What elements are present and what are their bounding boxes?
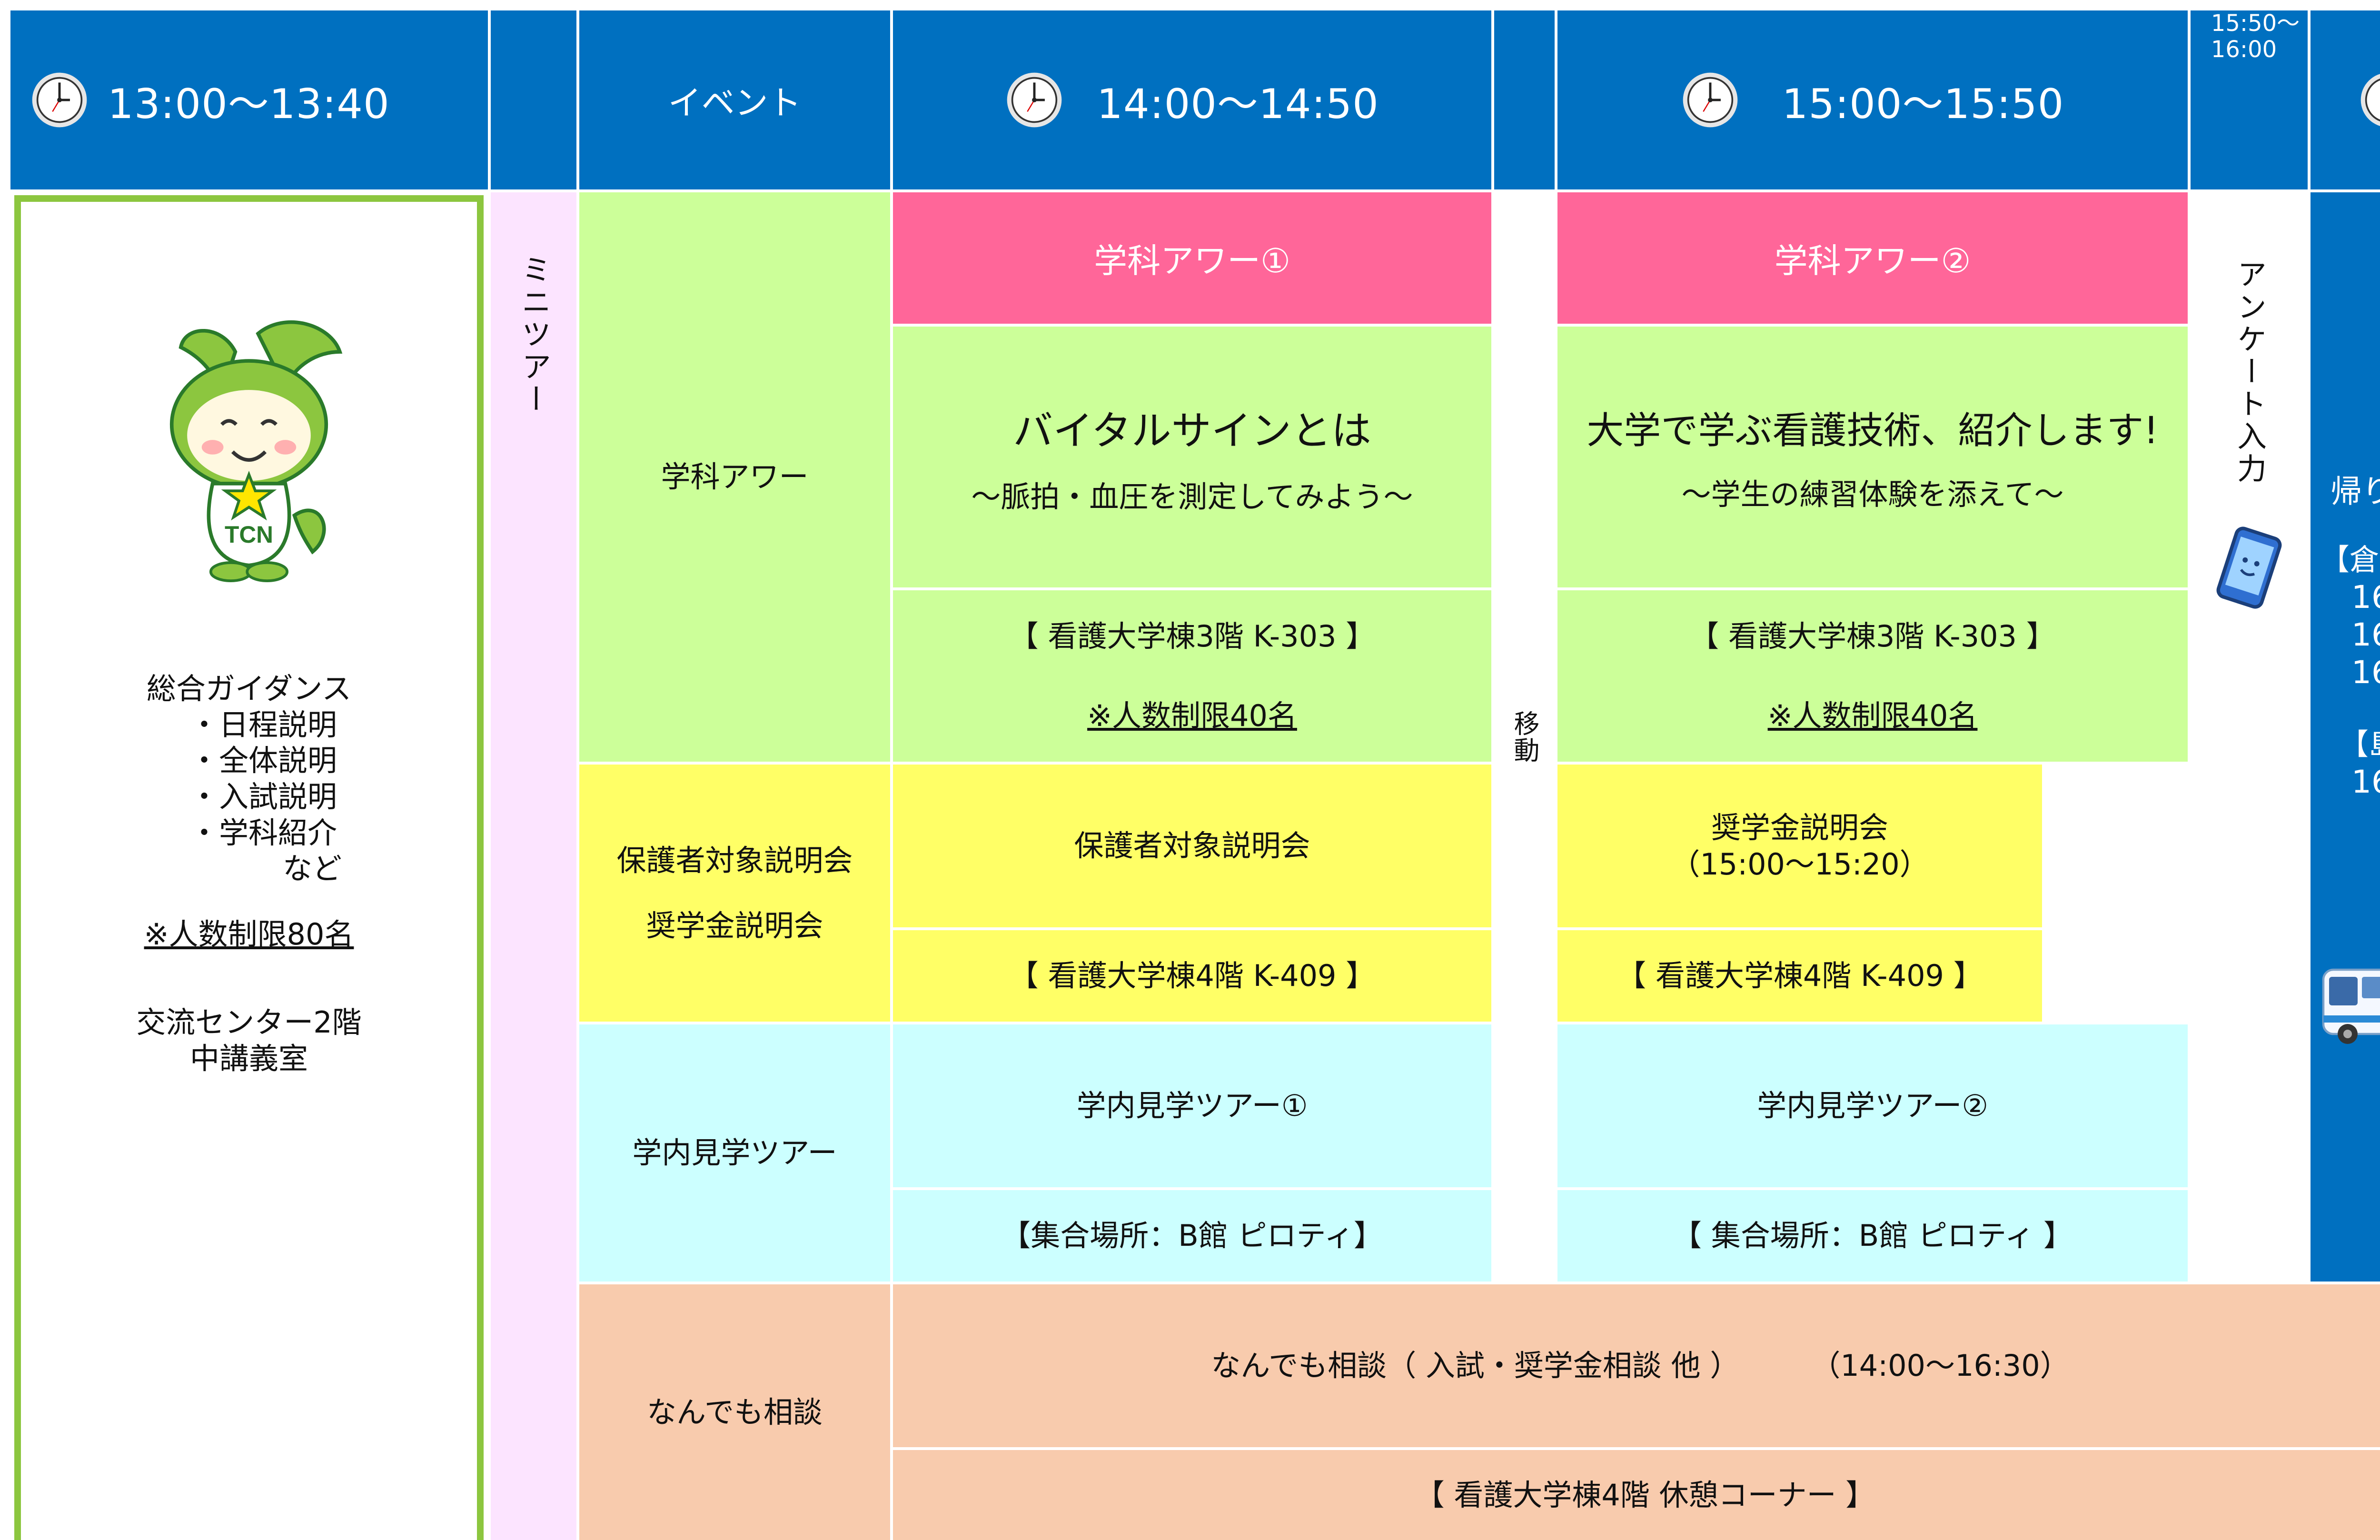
tour-limit: ※人数制限40名 [1767, 698, 1978, 733]
tour-limit: ※人数制限40名 [1087, 698, 1297, 733]
tour1-place: 【 看護大学棟3階 K-303 】 ※人数制限40名 [893, 590, 1491, 762]
tour1-content: バイタルサインとは ～脈拍・血圧を測定してみよう～ [893, 327, 1491, 587]
guidance-item: ・入試説明 [189, 779, 337, 814]
guidance-title: 総合ガイダンス [146, 671, 352, 706]
bus-time: 16:40 [2351, 654, 2380, 691]
parents1-title: 保護者対象説明会 [893, 765, 1491, 927]
clock-icon [1683, 72, 1737, 128]
time-label: 15:50～ 16:00 [2211, 10, 2300, 63]
tour-place: 【 看護大学棟3階 K-303 】 [1009, 618, 1376, 654]
session-place: 【 集合場所：B館 ピロティ 】 [1672, 1218, 2073, 1253]
session-place: 【集合場所：B館 ピロティ】 [1001, 1218, 1383, 1253]
session-place: 【 看護大学棟4階 K-409 】 [1009, 958, 1376, 994]
clock-icon [2360, 74, 2380, 126]
parents1-place: 【 看護大学棟4階 K-409 】 [893, 930, 1491, 1022]
bus-shimane-times: 16:10 [2351, 763, 2380, 801]
guidance-item: ・学科紹介 [189, 815, 337, 850]
mini-tour-label: ミニツアー [516, 254, 551, 416]
session-title: 奨学金説明会 （15:00～15:20） [1670, 810, 1929, 882]
session-title: 保護者対象説明会 [1074, 828, 1310, 864]
campus1-place: 【集合場所：B館 ピロティ】 [893, 1190, 1491, 1282]
move-column: 移動 [1494, 192, 1555, 1282]
category-campus-tour: 学内見学ツアー [579, 1024, 890, 1282]
bus-time: 16:25 [2351, 616, 2380, 654]
mascot-label: TCN [225, 521, 273, 548]
tour1-title: 学科アワー① [893, 192, 1491, 324]
bus-time: 16:10 [2351, 579, 2380, 616]
tour-sub: ～脈拍・血圧を測定してみよう～ [971, 479, 1413, 514]
category-label: 学内見学ツアー [632, 1135, 837, 1171]
header-slot-1500: 15:00～15:50 [1557, 10, 2188, 189]
category-label: なんでも相談 [647, 1394, 823, 1430]
header-slot-1400: 14:00～14:50 [893, 10, 1491, 189]
guidance-limit: ※人数制限80名 [144, 916, 354, 952]
tour-main: 大学で学ぶ看護技術、紹介します! [1587, 409, 2159, 453]
guidance-panel: TCN 総合ガイダンス ・日程説明 ・全体説明 ・入試説明 ・学科紹介 など ※… [14, 195, 484, 1540]
tour-place: 【 看護大学棟3階 K-303 】 [1689, 618, 2056, 654]
move-label: 移動 [1509, 710, 1539, 764]
time-label: 15:00～15:50 [1782, 80, 2064, 128]
category-label: 保護者対象説明会 [616, 843, 853, 878]
consult-place-label: 【 看護大学棟4階 休憩コーナー 】 [1415, 1477, 1875, 1512]
mini-tour-column: ミニツアー [491, 192, 576, 1540]
bus-kurayoshi-label: 【倉吉駅行】 [2320, 542, 2380, 577]
tour-sub: ～学生の練習体験を添えて～ [1681, 477, 2064, 512]
time-label: 14:00～14:50 [1097, 80, 1379, 128]
tour2-place: 【 看護大学棟3階 K-303 】 ※人数制限40名 [1557, 590, 2188, 762]
guidance-item: ・日程説明 [189, 707, 337, 742]
guidance-etc: など [282, 851, 342, 886]
clock-icon [1007, 72, 1062, 128]
smartphone-icon [2216, 527, 2282, 609]
tour2-title: 学科アワー② [1557, 192, 2188, 324]
scholarship-place: 【 看護大学棟4階 K-409 】 [1557, 930, 2042, 1022]
tour-title-label: 学科アワー② [1774, 241, 1971, 280]
consult-place: 【 看護大学棟4階 休憩コーナー 】 [893, 1450, 2380, 1540]
clock-icon [32, 72, 87, 128]
category-consult: なんでも相談 [579, 1284, 890, 1540]
category-label: 奨学金説明会 [646, 908, 823, 943]
guidance-list: ・日程説明 ・全体説明 ・入試説明 ・学科紹介 など [189, 707, 342, 887]
campus2-title: 学内見学ツアー② [1557, 1024, 2188, 1187]
bus-icon [2322, 968, 2380, 1044]
category-parents: 保護者対象説明会 奨学金説明会 [579, 765, 890, 1022]
category-label: 学科アワー [661, 459, 809, 495]
time-label: 13:00～13:40 [108, 80, 390, 128]
bus-shimane-label: 【島根行】 [2339, 726, 2380, 762]
tour2-content: 大学で学ぶ看護技術、紹介します! ～学生の練習体験を添えて～ [1557, 327, 2188, 587]
survey-label: アンケート入力 [2232, 259, 2267, 486]
header-slot-bus [2311, 10, 2380, 189]
guidance-details: 総合ガイダンス ・日程説明 ・全体説明 ・入試説明 ・学科紹介 など ※人数制限… [136, 671, 361, 1077]
bus-kurayoshi-times: 16:10 16:25 16:40 [2351, 578, 2380, 692]
bus-time: 16:10 [2351, 763, 2380, 800]
bus-title: 帰りバス [2330, 473, 2380, 510]
header-slot-1300: 13:00～13:40 [10, 10, 488, 189]
tour-title-label: 学科アワー① [1094, 241, 1290, 280]
tour-main: バイタルサインとは [1013, 407, 1371, 454]
guidance-place: 交流センター2階 中講義室 [136, 1005, 362, 1076]
header-event: イベント [579, 10, 890, 189]
header-slot-1550: 15:50～ 16:00 [2191, 10, 2308, 189]
consult-title: なんでも相談（ 入試・奨学金相談 他 ） （14:00～16:30） [893, 1284, 2380, 1447]
header-blank [1494, 10, 1555, 189]
consult-label: なんでも相談（ 入試・奨学金相談 他 ） [1211, 1348, 1740, 1383]
guidance-item: ・全体説明 [189, 743, 337, 778]
session-title: 学内見学ツアー② [1757, 1088, 1988, 1123]
session-title: 学内見学ツアー① [1076, 1088, 1308, 1123]
bus-column: 帰りバス 【倉吉駅行】 16:10 16:25 16:40 【島根行】 16:1… [2311, 192, 2380, 1282]
category-tour: 学科アワー [579, 192, 890, 762]
survey-column: アンケート入力 [2191, 192, 2308, 1282]
scholarship-title: 奨学金説明会 （15:00～15:20） [1557, 765, 2042, 927]
header-blank [491, 10, 576, 189]
consult-time: （14:00～16:30） [1811, 1348, 2070, 1383]
campus2-place: 【 集合場所：B館 ピロティ 】 [1557, 1190, 2188, 1282]
session-place: 【 看護大学棟4階 K-409 】 [1616, 958, 1983, 994]
mascot-icon: TCN [169, 320, 343, 582]
event-label: イベント [668, 83, 802, 122]
campus1-title: 学内見学ツアー① [893, 1024, 1491, 1187]
